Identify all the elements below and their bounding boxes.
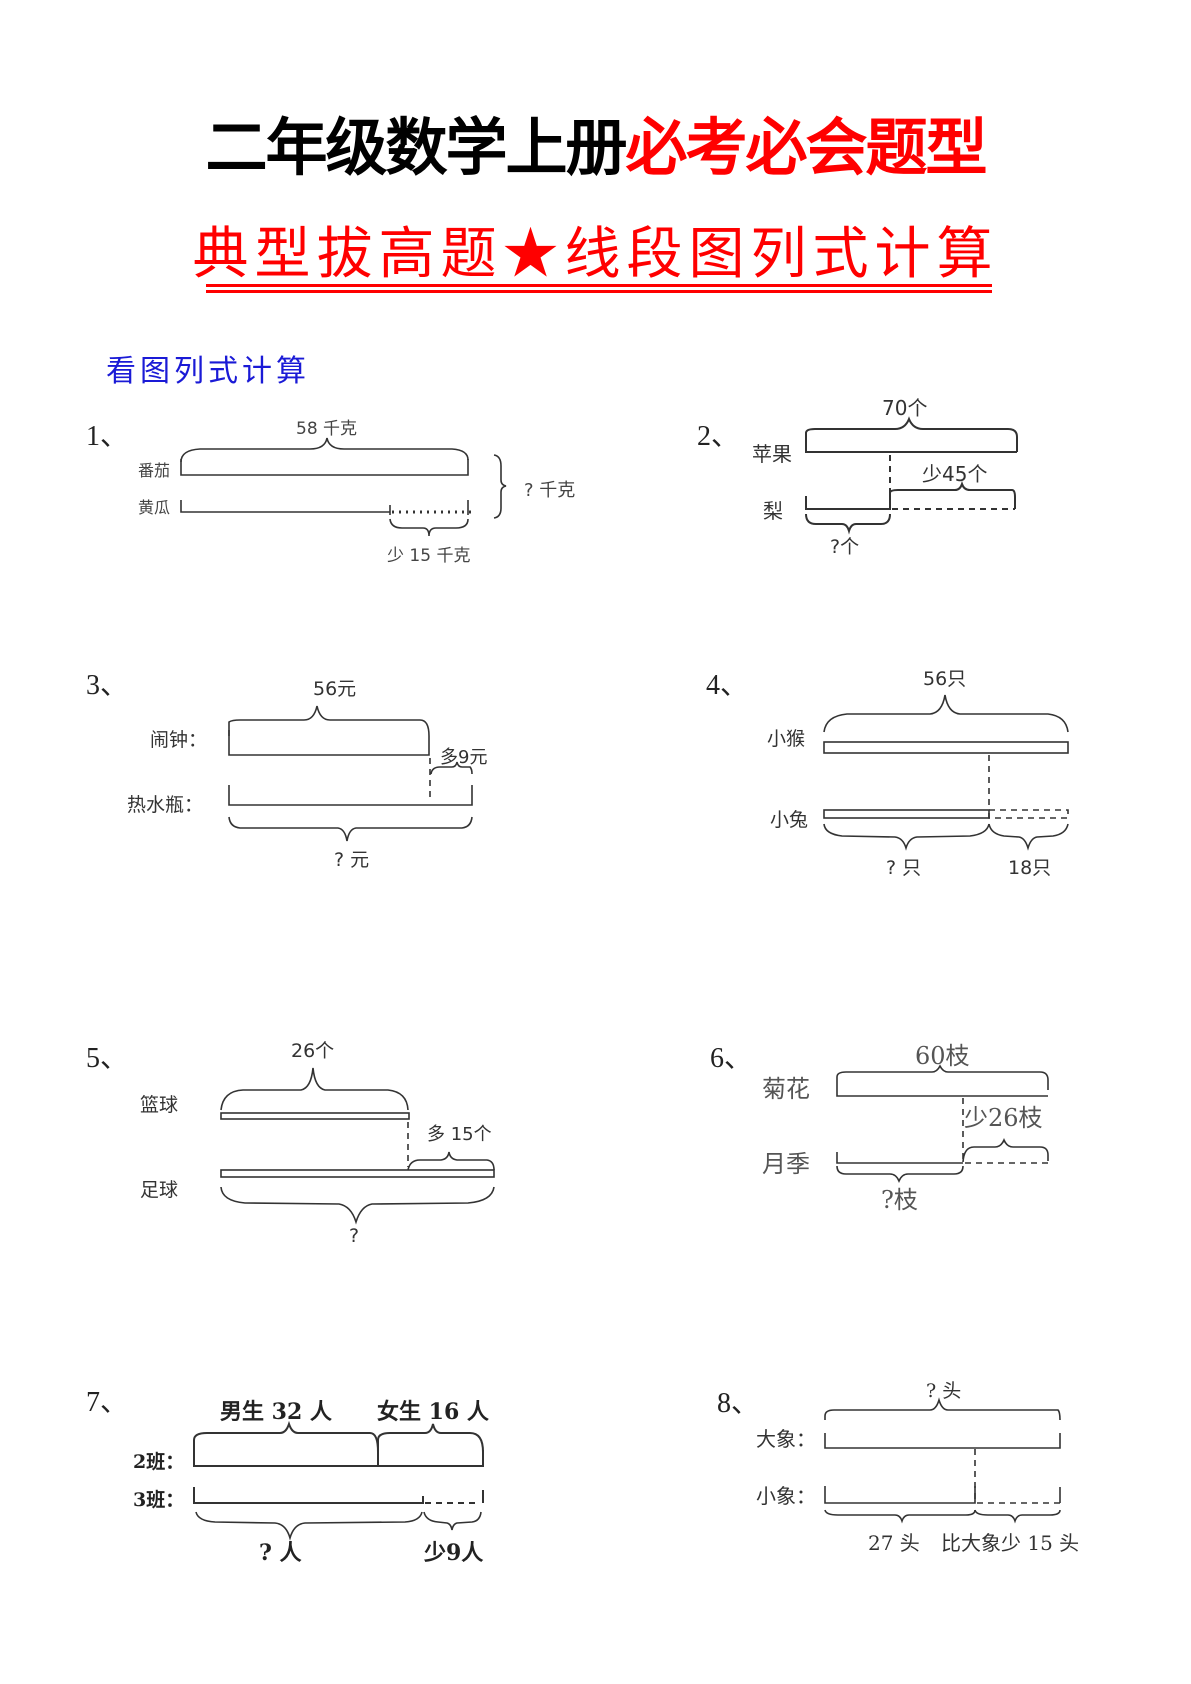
problem-8-row-2-label: 小象：	[756, 1484, 816, 1508]
diagram-2	[805, 416, 1018, 535]
diagram-8	[824, 1397, 1061, 1524]
subtitle-underline	[206, 284, 992, 287]
problem-6-row-1-label: 菊花	[762, 1075, 810, 1103]
problem-7-top-right-label: 女生 16 人	[377, 1399, 489, 1425]
problem-8-bottom-left-label: 27 头	[868, 1531, 920, 1555]
problem-3-row-1-label: 闹钟：	[150, 729, 208, 751]
page-title-main: 二年级数学上册	[205, 111, 627, 184]
problem-7-number: 7、	[86, 1387, 129, 1418]
page-title: 二年级数学上册必考必会题型	[0, 108, 1191, 188]
subtitle-underline-2	[206, 290, 992, 293]
problem-3-middle-label: 多9元	[440, 747, 488, 768]
diagram-7	[193, 1420, 484, 1541]
problem-1-bottom-label: 少 15 千克	[387, 546, 471, 566]
problem-4-row-1-label: 小猴	[767, 728, 806, 750]
problem-4-row-2-label: 小兔	[770, 809, 809, 831]
problem-6-number: 6、	[710, 1043, 753, 1074]
problem-8-row-1-label: 大象：	[756, 1427, 816, 1451]
problem-2-number: 2、	[697, 421, 740, 452]
page-title-highlight: 必考必会题型	[625, 111, 988, 184]
problem-5-number: 5、	[86, 1043, 129, 1074]
problem-2-row-1-label: 苹果	[752, 442, 792, 466]
problem-1-top-label: 58 千克	[296, 419, 358, 439]
problem-6-top-label: 60枝	[915, 1042, 970, 1070]
problem-4-bottom-left-label: ? 只	[886, 857, 922, 879]
problem-2-top-label: 70个	[882, 396, 928, 420]
problem-5-middle-label: 多 15个	[427, 1124, 492, 1145]
diagram-5	[220, 1067, 495, 1225]
problem-3-number: 3、	[86, 670, 129, 701]
problem-4-bottom-right-label: 18只	[1008, 857, 1052, 879]
problem-7-row-1-label: 2班：	[133, 1451, 185, 1473]
problem-3-bottom-label: ? 元	[334, 849, 370, 871]
problem-3-top-label: 56元	[313, 678, 357, 700]
problem-4-top-label: 56只	[923, 668, 967, 690]
diagram-1	[180, 437, 507, 537]
problem-1-row-1-label: 番茄	[138, 461, 171, 480]
problem-6-row-2-label: 月季	[762, 1150, 810, 1178]
problem-5-top-label: 26个	[291, 1040, 335, 1062]
problem-1-right-label: ? 千克	[524, 480, 576, 501]
page-subtitle: 典型拔高题★线段图列式计算	[192, 222, 999, 287]
problem-6-middle-label: 少26枝	[964, 1104, 1043, 1132]
problem-3-row-2-label: 热水瓶：	[127, 794, 204, 816]
diagram-3	[228, 705, 473, 842]
problem-5-row-2-label: 足球	[140, 1179, 179, 1201]
diagram-4	[823, 694, 1069, 851]
problem-8-bottom-right-label: 比大象少 15 头	[941, 1531, 1080, 1555]
problem-5-bottom-label: ?	[349, 1225, 360, 1247]
problem-1-row-2-label: 黄瓜	[138, 498, 171, 517]
section-title: 看图列式计算	[106, 354, 310, 389]
problem-7-bottom-left-label: ? 人	[259, 1540, 302, 1566]
problem-4-number: 4、	[706, 670, 749, 701]
problem-7-row-2-label: 3班：	[133, 1489, 185, 1511]
problem-6-bottom-label: ?枝	[881, 1186, 918, 1214]
problem-8-number: 8、	[717, 1388, 760, 1419]
problem-2-bottom-label: ?个	[830, 536, 860, 558]
problem-1-number: 1、	[86, 421, 129, 452]
problem-7-bottom-right-label: 少9人	[424, 1540, 484, 1566]
diagram-6	[836, 1064, 1049, 1184]
problem-2-middle-label: 少45个	[922, 462, 988, 486]
problem-2-row-2-label: 梨	[763, 499, 783, 523]
problem-7-top-left-label: 男生 32 人	[220, 1399, 332, 1425]
problem-8-top-label: ? 头	[926, 1380, 962, 1402]
problem-5-row-1-label: 篮球	[140, 1094, 179, 1116]
